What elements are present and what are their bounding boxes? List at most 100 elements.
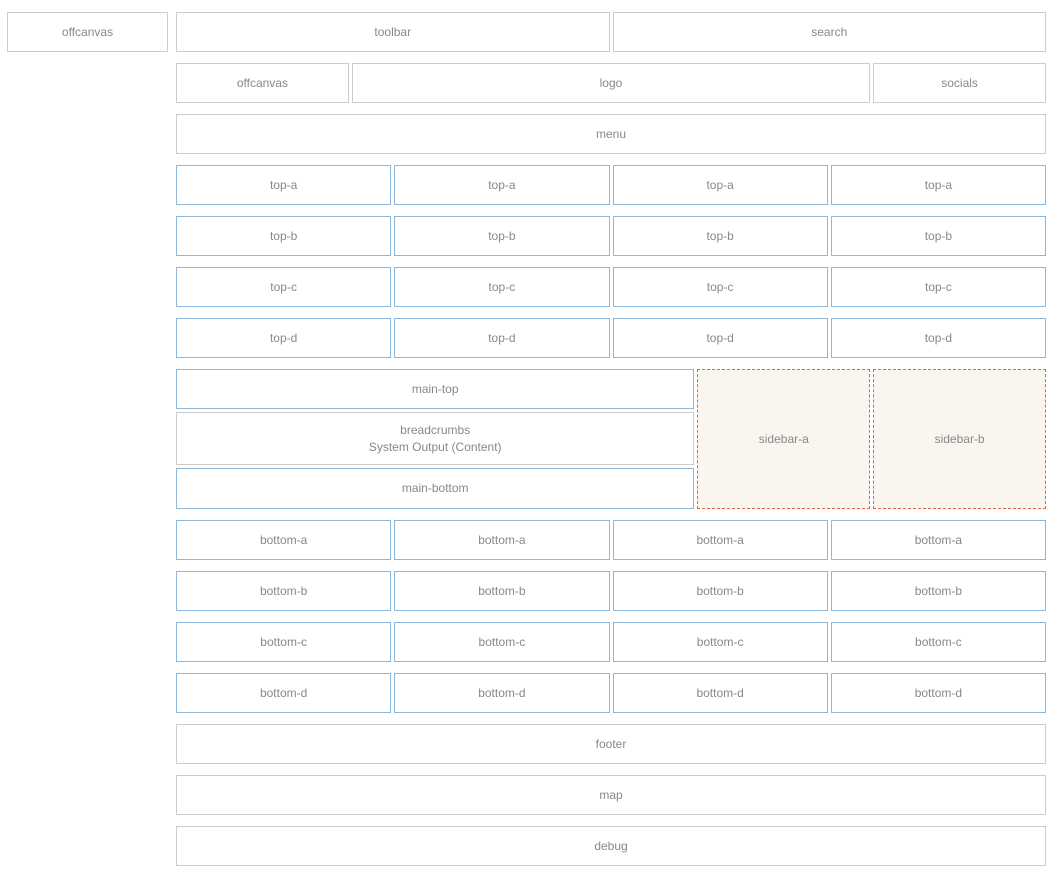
position-top-d-label: top-d bbox=[269, 330, 298, 345]
position-top-c: top-c bbox=[394, 267, 610, 307]
position-logo: logo bbox=[351, 63, 871, 103]
position-top-d-label: top-d bbox=[488, 330, 516, 345]
row-top-c: top-c top-c top-c top-c bbox=[176, 267, 1046, 307]
position-sidebar-b-label: sidebar-b bbox=[934, 431, 985, 446]
position-bottom-b-label: bottom-b bbox=[696, 583, 744, 598]
position-bottom-c: bottom-c bbox=[612, 622, 828, 662]
position-bottom-b: bottom-b bbox=[612, 571, 828, 611]
position-top-a: top-a bbox=[612, 165, 828, 205]
position-top-c-label: top-c bbox=[706, 279, 734, 294]
position-bottom-d-label: bottom-d bbox=[478, 685, 526, 700]
position-breadcrumbs-label: breadcrumbs bbox=[400, 422, 471, 437]
position-bottom-d: bottom-d bbox=[830, 673, 1046, 713]
main-content-column: main-top breadcrumbs System Output (Cont… bbox=[176, 369, 695, 509]
row-top-d: top-d top-d top-d top-d bbox=[176, 318, 1046, 358]
position-bottom-c: bottom-c bbox=[830, 622, 1046, 662]
position-sidebar-a: sidebar-a bbox=[697, 369, 871, 509]
position-bottom-b: bottom-b bbox=[394, 571, 610, 611]
position-main-bottom-label: main-bottom bbox=[401, 481, 469, 495]
position-bottom-a-label: bottom-a bbox=[914, 532, 963, 547]
position-bottom-c-label: bottom-c bbox=[260, 634, 307, 649]
position-main-bottom: main-bottom bbox=[176, 468, 695, 509]
position-logo-label: logo bbox=[599, 75, 623, 90]
position-top-c: top-c bbox=[176, 267, 392, 307]
row-bottom-d: bottom-d bottom-d bottom-d bottom-d bbox=[176, 673, 1046, 713]
position-menu: menu bbox=[176, 114, 1046, 154]
position-bottom-d-label: bottom-d bbox=[259, 685, 308, 700]
position-socials: socials bbox=[873, 63, 1046, 103]
position-bottom-d: bottom-d bbox=[394, 673, 610, 713]
position-bottom-c: bottom-c bbox=[176, 622, 392, 662]
position-top-c-label: top-c bbox=[488, 279, 516, 294]
position-bottom-b: bottom-b bbox=[830, 571, 1046, 611]
position-bottom-d-label: bottom-d bbox=[914, 685, 963, 700]
row-toolbar-search: toolbar search bbox=[176, 12, 1046, 52]
position-top-a-label: top-a bbox=[706, 177, 734, 192]
position-top-b: top-b bbox=[830, 216, 1046, 256]
position-offcanvas-top: offcanvas bbox=[176, 63, 349, 103]
position-footer: footer bbox=[176, 724, 1046, 764]
position-top-b-label: top-b bbox=[488, 228, 516, 243]
position-toolbar-label: toolbar bbox=[374, 24, 412, 39]
position-top-a: top-a bbox=[394, 165, 610, 205]
position-map: map bbox=[176, 775, 1046, 815]
row-bottom-c: bottom-c bottom-c bottom-c bottom-c bbox=[176, 622, 1046, 662]
position-debug-label: debug bbox=[594, 838, 628, 853]
position-menu-label: menu bbox=[595, 126, 627, 141]
position-bottom-b: bottom-b bbox=[176, 571, 392, 611]
position-bottom-a-label: bottom-a bbox=[478, 532, 526, 547]
position-socials-label: socials bbox=[941, 75, 978, 90]
position-map-label: map bbox=[599, 787, 623, 802]
position-top-b: top-b bbox=[176, 216, 392, 256]
position-bottom-b-label: bottom-b bbox=[914, 583, 963, 598]
row-top-a: top-a top-a top-a top-a bbox=[176, 165, 1046, 205]
position-debug: debug bbox=[176, 826, 1046, 866]
row-bottom-b: bottom-b bottom-b bottom-b bottom-b bbox=[176, 571, 1046, 611]
position-top-a: top-a bbox=[830, 165, 1046, 205]
positions-grid: toolbar search offcanvas logo socials me… bbox=[176, 12, 1046, 866]
position-offcanvas-panel: offcanvas bbox=[7, 12, 168, 52]
position-top-a-label: top-a bbox=[924, 177, 953, 192]
row-map: map bbox=[176, 775, 1046, 815]
row-top-b: top-b top-b top-b top-b bbox=[176, 216, 1046, 256]
position-top-b-label: top-b bbox=[924, 228, 953, 243]
position-top-c-label: top-c bbox=[270, 279, 297, 294]
position-bottom-a-label: bottom-a bbox=[259, 532, 308, 547]
position-bottom-a: bottom-a bbox=[612, 520, 828, 560]
row-main: main-top breadcrumbs System Output (Cont… bbox=[176, 369, 1046, 509]
row-menu: menu bbox=[176, 114, 1046, 154]
position-search: search bbox=[612, 12, 1046, 52]
position-top-c-label: top-c bbox=[925, 279, 952, 294]
position-main-top-label: main-top bbox=[411, 381, 459, 396]
position-top-d: top-d bbox=[176, 318, 392, 358]
position-bottom-c-label: bottom-c bbox=[478, 634, 526, 649]
position-bottom-a: bottom-a bbox=[176, 520, 392, 560]
position-sidebar-b: sidebar-b bbox=[873, 369, 1046, 509]
position-top-a-label: top-a bbox=[269, 177, 298, 192]
position-top-a: top-a bbox=[176, 165, 392, 205]
position-top-d: top-d bbox=[830, 318, 1046, 358]
position-top-d: top-d bbox=[612, 318, 828, 358]
position-bottom-a-label: bottom-a bbox=[696, 532, 744, 547]
position-bottom-b-label: bottom-b bbox=[259, 583, 308, 598]
position-bottom-c-label: bottom-c bbox=[915, 634, 962, 649]
row-footer: footer bbox=[176, 724, 1046, 764]
position-breadcrumbs-content: breadcrumbs System Output (Content) bbox=[176, 412, 695, 465]
position-top-c: top-c bbox=[612, 267, 828, 307]
position-bottom-d: bottom-d bbox=[612, 673, 828, 713]
position-top-d: top-d bbox=[394, 318, 610, 358]
row-offcanvas-logo-socials: offcanvas logo socials bbox=[176, 63, 1046, 103]
position-top-b: top-b bbox=[394, 216, 610, 256]
position-bottom-c: bottom-c bbox=[394, 622, 610, 662]
row-debug: debug bbox=[176, 826, 1046, 866]
position-bottom-d-label: bottom-d bbox=[696, 685, 744, 700]
position-sidebar-a-label: sidebar-a bbox=[758, 431, 809, 446]
position-bottom-b-label: bottom-b bbox=[478, 583, 526, 598]
position-bottom-a: bottom-a bbox=[830, 520, 1046, 560]
position-top-b-label: top-b bbox=[706, 228, 734, 243]
position-top-d-label: top-d bbox=[924, 330, 953, 345]
row-bottom-a: bottom-a bottom-a bottom-a bottom-a bbox=[176, 520, 1046, 560]
position-offcanvas-top-label: offcanvas bbox=[236, 75, 288, 90]
position-top-c: top-c bbox=[830, 267, 1046, 307]
